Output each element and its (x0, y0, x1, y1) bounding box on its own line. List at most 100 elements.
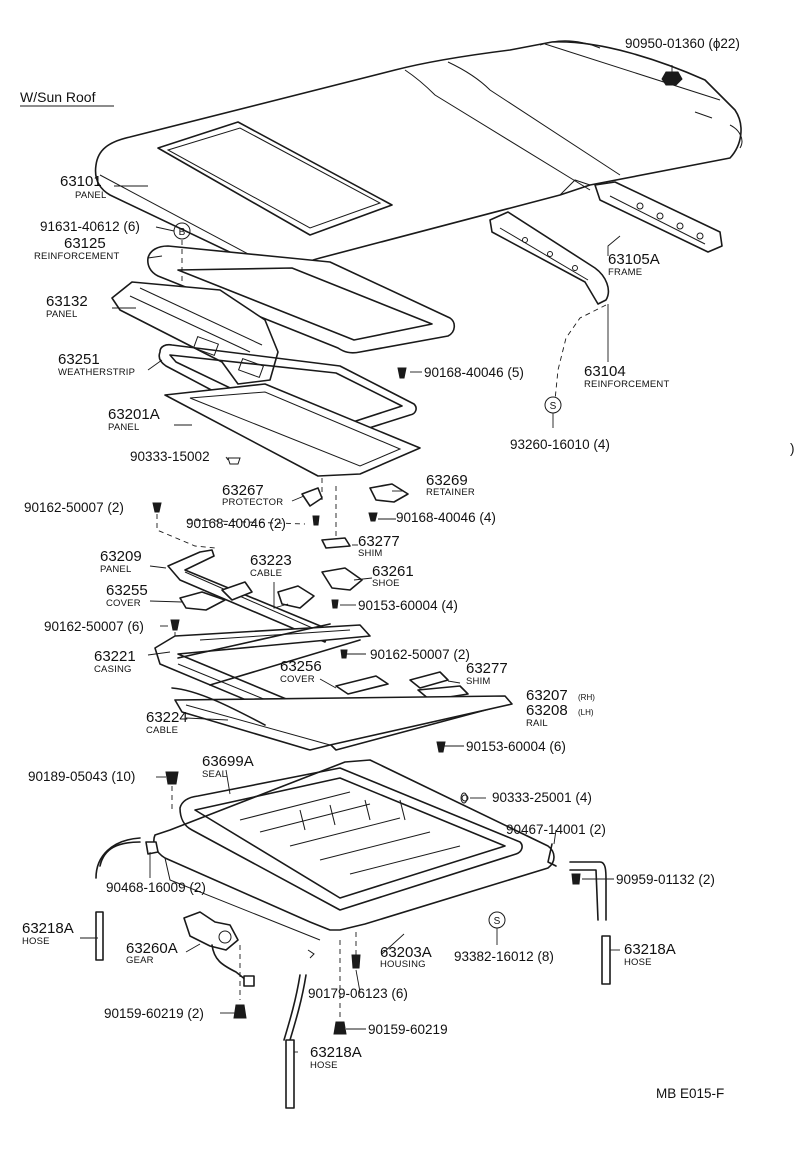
leader-lines (20, 105, 621, 1053)
part-name-63201A: PANEL (108, 422, 139, 433)
part-number-90333-25001: 90333-25001 (4) (492, 790, 592, 805)
part-number-90153-b: 90153-60004 (6) (466, 739, 566, 754)
part-number-63699A: 63699A (202, 753, 254, 770)
part-number-63132: 63132 (46, 293, 88, 310)
part-number-63218A-right: 63218A (624, 941, 676, 958)
callout-s-93260: S (544, 396, 562, 428)
part-number-63201A: 63201A (108, 406, 160, 423)
part-name-63218A-right: HOSE (624, 957, 652, 968)
part-number-63269: 63269 (426, 472, 468, 489)
part-number-63221: 63221 (94, 648, 136, 665)
part-name-63218A-bottom: HOSE (310, 1060, 338, 1071)
part-number-63218A-left: 63218A (22, 920, 74, 937)
part-name-63105A: FRAME (608, 267, 642, 278)
cable-63223-drawing (277, 585, 315, 609)
part-name-63101: PANEL (75, 190, 106, 201)
callout-s-label-2: S (494, 916, 501, 927)
part-number-63224: 63224 (146, 709, 188, 726)
part-number-91631: 91631-40612 (6) (40, 219, 140, 234)
screw-90168-5-drawing (397, 367, 407, 379)
frame-drawing (594, 181, 723, 253)
hose-left-drawing (95, 911, 104, 961)
part-number-63203A: 63203A (380, 944, 432, 961)
part-number-63277-b: 63277 (466, 660, 508, 677)
part-number-90159-b: 90159-60219 (368, 1022, 448, 1037)
rail-drawing (174, 695, 513, 751)
part-number-90162-c: 90162-50007 (2) (370, 647, 470, 662)
shim-upper-drawing (321, 486, 351, 549)
part-number-90153-a: 90153-60004 (4) (358, 598, 458, 613)
part-number-90162-a: 90162-50007 (2) (24, 500, 124, 515)
glass-panel-drawing (164, 383, 421, 500)
part-number-93382: 93382-16012 (8) (454, 949, 554, 964)
part-number-63125: 63125 (64, 235, 106, 252)
part-number-90467: 90467-14001 (2) (506, 822, 606, 837)
part-number-63208: 63208 (526, 702, 568, 719)
retainer-drawing (369, 483, 409, 503)
part-number-93260: 93260-16010 (4) (510, 437, 610, 452)
bottom-bolts-drawing (307, 932, 361, 1035)
part-number-90168-4: 90168-40046 (4) (396, 510, 496, 525)
callout-b-label: B (179, 227, 186, 238)
small-screws-drawing (152, 502, 446, 753)
cable-63224-drawing (171, 687, 266, 726)
part-number-90950: 90950-01360 (ϕ22) (625, 36, 740, 51)
reinforcement-63125-drawing (147, 240, 456, 354)
part-number-63251: 63251 (58, 351, 100, 368)
part-number-90162-b: 90162-50007 (6) (44, 619, 144, 634)
part-name-63223: CABLE (250, 568, 282, 579)
part-name-63224: CABLE (146, 725, 178, 736)
part-name-63255: COVER (106, 598, 141, 609)
part-number-90168-2: 90168-40046 (2) (186, 516, 286, 531)
footer-code: MB E015-F (656, 1086, 724, 1101)
part-name-63208: RAIL (526, 718, 548, 729)
part-number-90168-5: 90168-40046 (5) (424, 365, 524, 380)
part-number-90159-a: 90159-60219 (2) (104, 1006, 204, 1021)
reinforcement-63104-drawing (489, 211, 610, 401)
callout-s-93382: S (488, 911, 506, 945)
cover-63255-drawing (179, 581, 253, 611)
part-number-63256: 63256 (280, 658, 322, 675)
part-name-63251: WEATHERSTRIP (58, 367, 135, 378)
part-number-63105A: 63105A (608, 251, 660, 268)
gear-motor-drawing (183, 911, 255, 1019)
part-number-63261: 63261 (372, 563, 414, 580)
part-number-63104: 63104 (584, 363, 626, 380)
part-number-90333-15002: 90333-15002 (130, 449, 210, 464)
part-number-90959: 90959-01132 (2) (616, 872, 715, 887)
protector-drawing (301, 487, 323, 507)
weatherstrip-drawing (158, 343, 417, 444)
part-suffix-63207: (RH) (578, 693, 595, 702)
hose-bottom-drawing (283, 974, 307, 1109)
callout-s-label: S (550, 401, 557, 412)
part-name-63277-b: SHIM (466, 676, 491, 687)
panel-63209-drawing (167, 549, 331, 643)
part-name-63261: SHOE (372, 578, 400, 589)
part-number-90189: 90189-05043 (10) (28, 769, 135, 784)
part-name-63267: PROTECTOR (222, 497, 283, 508)
shoe-drawing (321, 567, 363, 591)
part-number-63218A-bottom: 63218A (310, 1044, 362, 1061)
part-name-63209: PANEL (100, 564, 131, 575)
part-number-63209: 63209 (100, 548, 142, 565)
part-number-63255: 63255 (106, 582, 148, 599)
hose-right-drawing (601, 935, 611, 985)
part-number-63223: 63223 (250, 552, 292, 569)
part-name-63699A: SEAL (202, 769, 227, 780)
part-name-63132: PANEL (46, 309, 77, 320)
part-number-63207: 63207 (526, 687, 568, 704)
part-name-63277-a: SHIM (358, 548, 383, 559)
diagram-title: W/Sun Roof (20, 89, 96, 105)
part-suffix-63208: (LH) (578, 708, 594, 717)
part-number-63267: 63267 (222, 482, 264, 499)
part-name-63256: COVER (280, 674, 315, 685)
part-number-90468: 90468-16009 (2) (106, 880, 206, 895)
hose-right-upper-drawing (569, 861, 607, 921)
clip-90467-drawing (547, 843, 557, 867)
part-name-63218A-left: HOSE (22, 936, 50, 947)
grommet-90189-drawing (165, 771, 179, 812)
clip-90333-25001-drawing (460, 792, 468, 804)
part-number-90179: 90179-06123 (6) (308, 986, 408, 1001)
